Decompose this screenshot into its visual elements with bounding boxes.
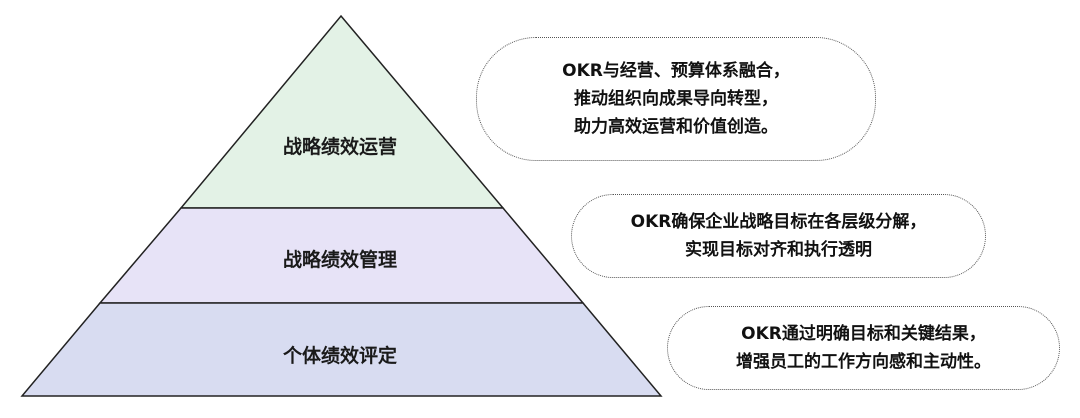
callout-top-line-3: 助力高效运营和价值创造。 [574,117,778,137]
callout-top-line-1: OKR与经营、预算体系融合， [562,61,790,81]
callout-top: OKR与经营、预算体系融合， 推动组织向成果导向转型， 助力高效运营和价值创造。 [476,37,876,161]
callout-middle: OKR确保企业战略目标在各层级分解， 实现目标对齐和执行透明 [571,194,986,278]
pyramid-tier-bottom [20,302,663,397]
tier-label-middle: 战略绩效管理 [283,248,397,271]
pyramid-tier-top [179,14,505,209]
callout-bottom-line-1: OKR通过明确目标和关键结果， [741,324,986,344]
callout-bottom-line-2: 增强员工的工作方向感和主动性。 [736,352,991,372]
callout-top-line-2: 推动组织向成果导向转型， [574,89,778,109]
callout-bottom: OKR通过明确目标和关键结果， 增强员工的工作方向感和主动性。 [667,306,1060,390]
callout-middle-line-2: 实现目标对齐和执行透明 [685,240,872,260]
tier-label-bottom: 个体绩效评定 [282,344,397,367]
callout-middle-line-1: OKR确保企业战略目标在各层级分解， [630,212,927,232]
tier-label-top: 战略绩效运营 [283,135,397,158]
